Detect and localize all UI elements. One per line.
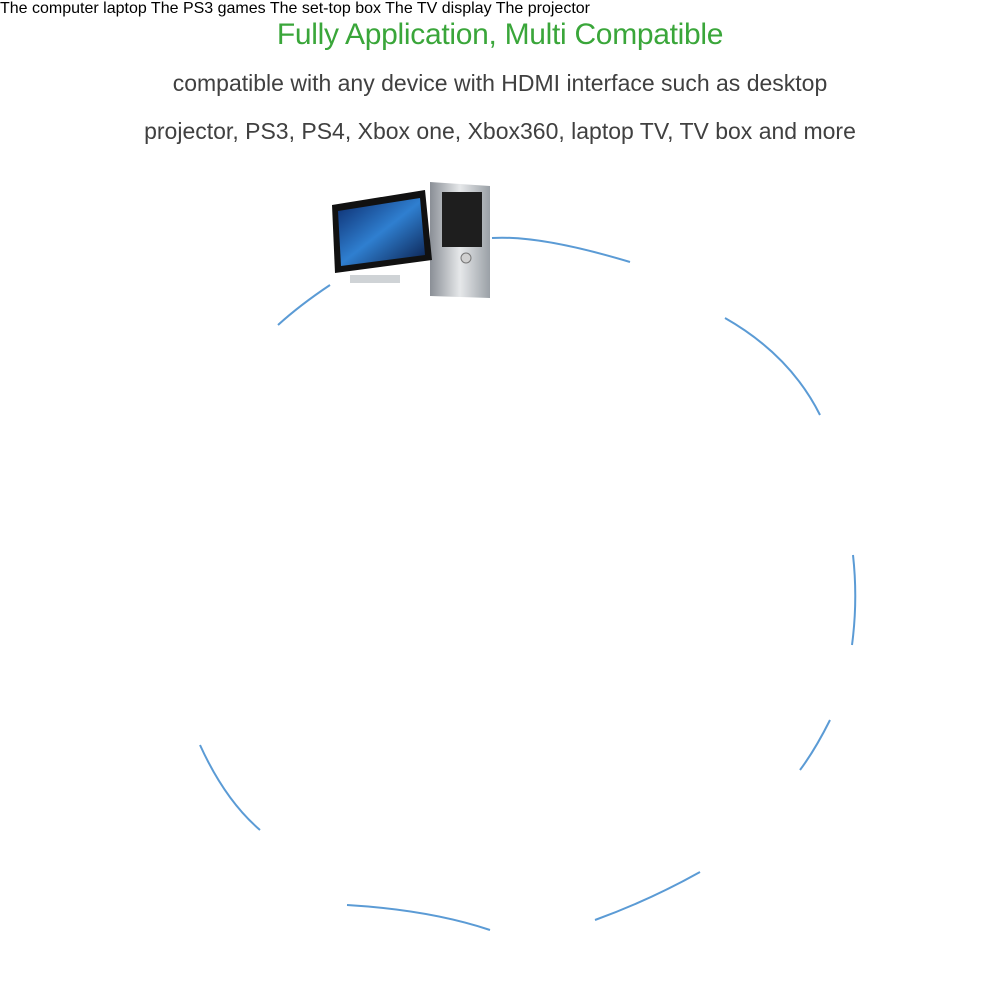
label-settop: The set-top box [269, 0, 381, 17]
label-display: display [441, 0, 492, 17]
label-projector: The projector [495, 0, 590, 17]
label-tv: The TV [385, 0, 438, 17]
subtitle-line-2: projector, PS3, PS4, Xbox one, Xbox360, … [144, 118, 856, 144]
label-computer: The computer [0, 0, 99, 17]
label-ps3: The PS3 games [150, 0, 266, 17]
subtitle-line-1: compatible with any device with HDMI int… [172, 70, 828, 96]
headline-title: Fully Application, Multi Compatible [276, 18, 724, 51]
connector-lines [199, 236, 857, 931]
desktop-computer-icon [332, 182, 490, 298]
label-laptop: laptop [103, 0, 147, 17]
